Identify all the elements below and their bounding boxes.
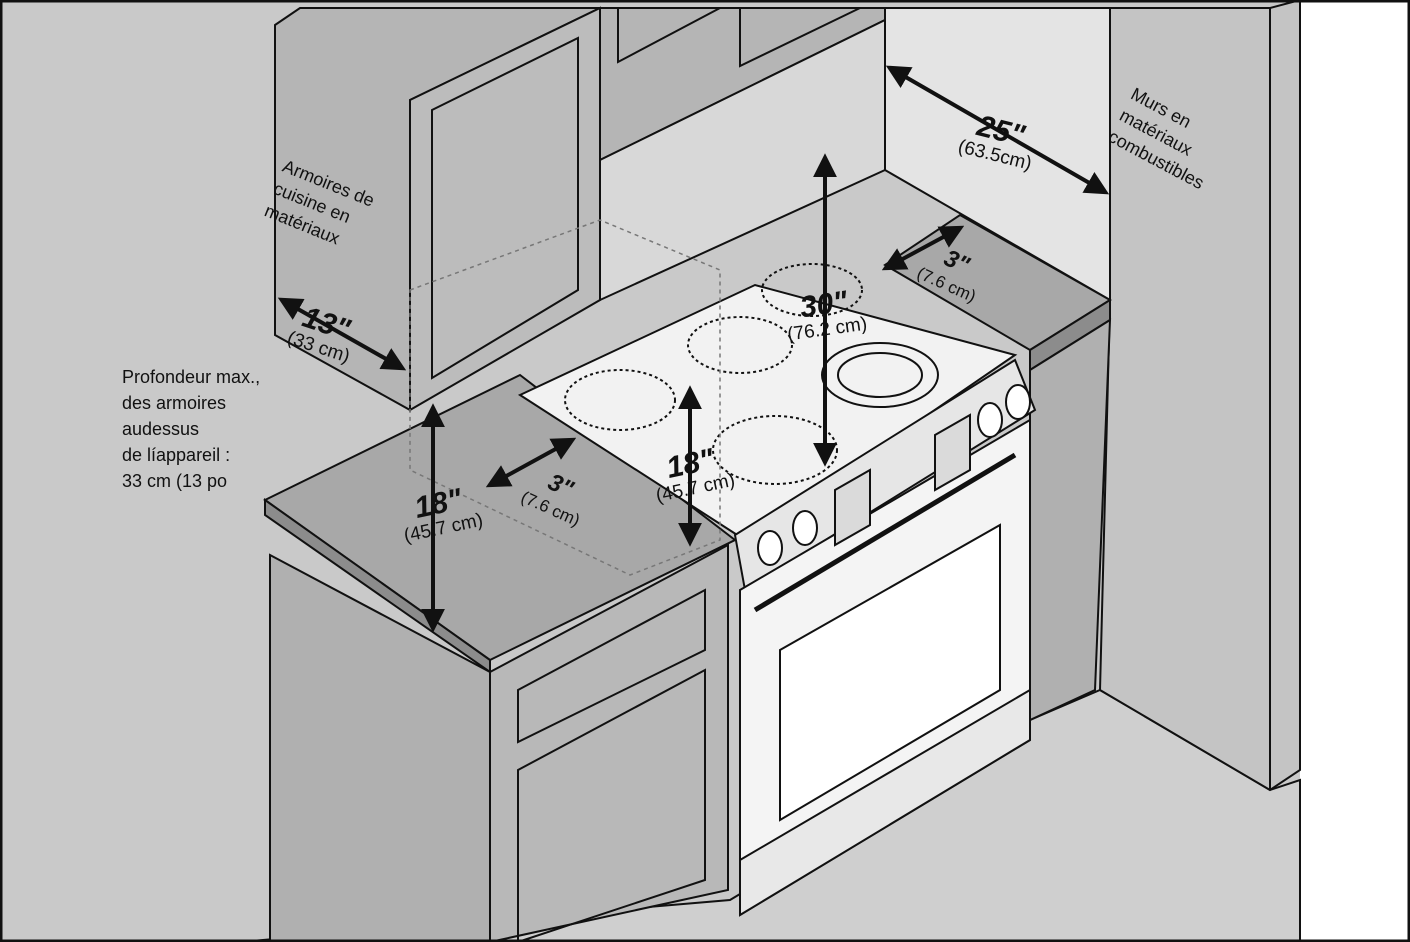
knob-2 (792, 510, 818, 546)
left-base-side (269, 553, 491, 942)
knob-4 (1005, 384, 1031, 420)
arrow-side-left (485, 437, 577, 488)
right-wall (1300, 0, 1410, 942)
oven-door-window (779, 523, 1001, 822)
arrow-wall-width (885, 65, 1110, 195)
arrow-side-right (881, 225, 965, 271)
knob-1 (757, 530, 783, 566)
left-base-front (489, 543, 729, 942)
burner-center-rear (687, 316, 793, 374)
burner-right-rear (761, 263, 863, 317)
clearance-zone (409, 219, 721, 576)
oven-handle (753, 452, 1017, 613)
burner-left-rear (564, 369, 676, 431)
knob-3 (977, 402, 1003, 438)
range-cooktop (517, 283, 1018, 542)
burner-left-front (712, 415, 838, 485)
arrow-cabinet-depth (277, 297, 407, 371)
